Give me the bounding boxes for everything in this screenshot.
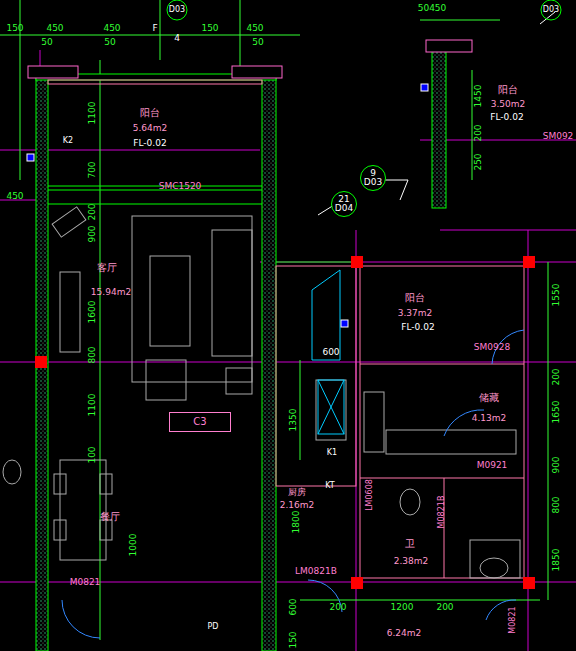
plan-label: 1800 — [292, 511, 301, 534]
plan-label: KT — [325, 482, 335, 490]
plan-label: 1000 — [129, 534, 138, 557]
plan-label: 客厅 — [97, 263, 117, 273]
plan-label: SM092 — [543, 132, 574, 141]
node-text: D04 — [335, 204, 353, 213]
plan-label: 700 — [88, 161, 97, 178]
plan-label: 1850 — [552, 549, 561, 572]
plan-label: 餐厅 — [100, 512, 120, 522]
plan-label: 450 — [103, 24, 120, 33]
plan-label: 2.38m2 — [394, 557, 429, 566]
plan-label: 800 — [552, 496, 561, 513]
plan-label: 900 — [552, 456, 561, 473]
plan-label: F — [152, 24, 157, 33]
plan-label: 150 — [201, 24, 218, 33]
plan-label: 1100 — [88, 394, 97, 417]
plan-label: 1650 — [552, 401, 561, 424]
plan-label: 5.64m2 — [133, 124, 168, 133]
plan-label: 200 — [552, 368, 561, 385]
plan-label: 150 — [6, 24, 23, 33]
node-text: 9 — [370, 169, 376, 178]
plan-label: 450 — [46, 24, 63, 33]
plan-label: D03 — [169, 6, 185, 14]
plan-label: 50 — [252, 38, 263, 47]
plan-label: D03 — [543, 6, 559, 14]
plan-label: M0921 — [477, 461, 508, 470]
plan-label: 150 — [289, 631, 298, 648]
plan-label: 厨房 — [288, 488, 306, 497]
plan-label: 3.37m2 — [398, 309, 433, 318]
node-text: D03 — [364, 178, 382, 187]
callout-circle: 9D03 — [360, 165, 386, 191]
plan-label: 200 — [436, 603, 453, 612]
plan-label: 阳台 — [405, 293, 425, 303]
plan-label: FL-0.02 — [133, 139, 166, 148]
plan-label: 1200 — [391, 603, 414, 612]
plan-label: K2 — [63, 137, 73, 145]
node-text: C3 — [193, 417, 206, 428]
callout-circle: 21D04 — [331, 191, 357, 217]
plan-label: 200 — [474, 124, 483, 141]
plan-label: 阳台 — [498, 85, 518, 95]
plan-label: 450 — [6, 192, 23, 201]
plan-label: 1600 — [88, 301, 97, 324]
plan-label: LM0608 — [366, 479, 374, 511]
plan-label: 600 — [322, 348, 339, 357]
plan-label: K1 — [327, 449, 337, 457]
plan-label: 3.50m2 — [491, 100, 526, 109]
plan-label: 800 — [88, 346, 97, 363]
plan-label: FL-0.02 — [401, 323, 434, 332]
plan-label: 4 — [174, 34, 180, 43]
plan-label: 1450 — [474, 85, 483, 108]
plan-label: PD — [208, 623, 219, 631]
plan-label: 1100 — [88, 102, 97, 125]
plan-label: 卫 — [405, 539, 415, 549]
plan-label: SMC1520 — [159, 182, 202, 191]
plan-label: 4.13m2 — [472, 414, 507, 423]
plan-label: 600 — [289, 598, 298, 615]
plan-label: 200 — [329, 603, 346, 612]
node-text: 21 — [338, 195, 349, 204]
plan-label: 6.24m2 — [387, 629, 422, 638]
plan-label: M0821 — [70, 578, 101, 587]
plan-label: SM0928 — [474, 343, 510, 352]
plan-label: 50450 — [418, 4, 447, 13]
plan-label: LM0821B — [295, 567, 337, 576]
plan-label: 50 — [41, 38, 52, 47]
plan-label: 900 — [88, 225, 97, 242]
plan-label: FL-0.02 — [490, 113, 523, 122]
plan-label: 2.16m2 — [280, 501, 315, 510]
plan-label: 200 — [88, 203, 97, 220]
plan-label: 250 — [474, 153, 483, 170]
plan-label: M0821 — [509, 606, 517, 633]
plan-label: M0821B — [438, 496, 446, 529]
window-tag-box: C3 — [169, 412, 231, 432]
plan-label: 100 — [88, 446, 97, 463]
plan-label: 15.94m2 — [91, 288, 131, 297]
plan-label: 1550 — [552, 284, 561, 307]
plan-label: 50 — [104, 38, 115, 47]
plan-label: 450 — [246, 24, 263, 33]
plan-label: 1350 — [289, 409, 298, 432]
plan-label: 阳台 — [140, 108, 160, 118]
plan-label: 储藏 — [479, 393, 499, 403]
